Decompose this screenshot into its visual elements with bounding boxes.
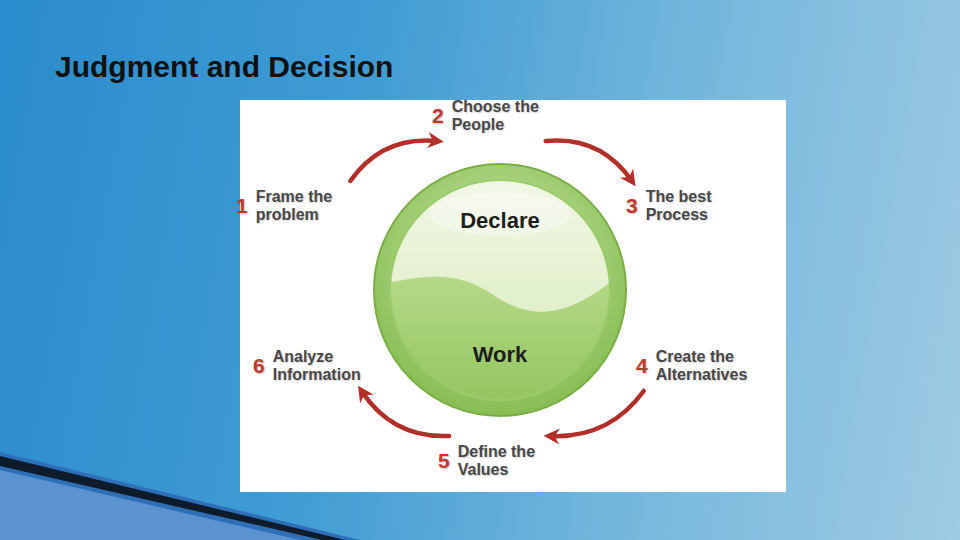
step-number: 4 xyxy=(636,354,648,378)
step-text: Define the Values xyxy=(458,443,558,479)
circle-lower-label: Work xyxy=(372,342,628,368)
cycle-arrow xyxy=(546,140,632,181)
cycle-arrow xyxy=(350,140,437,181)
step-label: 6 Analyze Information xyxy=(253,348,373,384)
step-number: 6 xyxy=(253,354,265,378)
step-number: 2 xyxy=(432,104,444,128)
step-text: Choose the People xyxy=(452,98,552,134)
cycle-circle xyxy=(372,162,628,418)
step-label: 4 Create the Alternatives xyxy=(636,348,756,384)
step-number: 5 xyxy=(438,449,450,473)
circle-upper-label: Declare xyxy=(372,208,628,234)
step-number: 3 xyxy=(626,194,638,218)
step-text: Create the Alternatives xyxy=(656,348,756,384)
step-label: 3 The best Process xyxy=(626,188,746,224)
cycle-circle: DeclareWork xyxy=(372,162,628,418)
step-text: Analyze Information xyxy=(273,348,373,384)
step-text: The best Process xyxy=(646,188,746,224)
step-label: 5 Define the Values xyxy=(438,443,558,479)
step-text: Frame the problem xyxy=(256,188,356,224)
step-label: 1 Frame the problem xyxy=(236,188,356,224)
step-number: 1 xyxy=(236,194,248,218)
step-label: 2 Choose the People xyxy=(432,98,552,134)
figure-panel xyxy=(240,100,786,492)
slide-title: Judgment and Decision xyxy=(55,50,393,84)
